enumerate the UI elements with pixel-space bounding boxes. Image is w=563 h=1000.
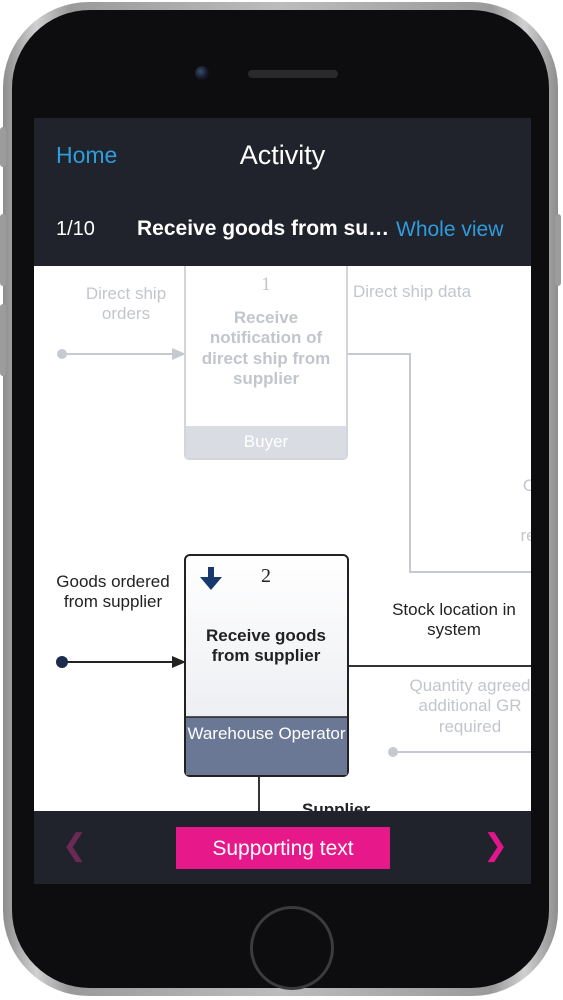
activity-2-title: Receive goods from supplier xyxy=(206,626,326,666)
step-header: 1/10 Receive goods from supplier Whole v… xyxy=(34,192,531,266)
clipped-label-c: C xyxy=(522,476,531,495)
supporting-text-button[interactable]: Supporting text xyxy=(176,827,390,869)
diagram-connectors xyxy=(56,266,531,811)
home-button[interactable] xyxy=(250,906,334,990)
activity-2-role-bar xyxy=(186,717,347,775)
stock-location-label: Stock location in system xyxy=(392,600,516,640)
power-button xyxy=(555,214,561,286)
whole-view-link[interactable]: Whole view xyxy=(396,218,504,241)
direct-ship-data-connector xyxy=(347,353,531,573)
activity-1-number: 1 xyxy=(261,274,271,295)
direct-ship-orders-arrowhead xyxy=(172,348,186,360)
activity-1-role-bar xyxy=(186,426,346,458)
volume-up-button xyxy=(0,214,6,286)
activity-1-role: Buyer xyxy=(243,432,289,451)
home-link[interactable]: Home xyxy=(56,142,118,168)
goods-ordered-dot xyxy=(56,656,68,668)
goods-ordered-label: Goods ordered from supplier xyxy=(56,572,170,612)
supplier-partial-label: Supplier xyxy=(301,800,370,811)
bottom-toolbar: ❮ Supporting text ❯ xyxy=(34,811,531,884)
clipped-label-re: re xyxy=(520,526,531,545)
earpiece-speaker xyxy=(248,70,338,78)
front-camera xyxy=(195,66,209,80)
chevron-right-icon[interactable]: ❯ xyxy=(483,829,509,862)
volume-down-button xyxy=(0,304,6,376)
goods-ordered-arrowhead xyxy=(172,656,186,668)
activity-1-title: Receive notification of direct ship from… xyxy=(201,308,331,389)
step-counter: 1/10 xyxy=(56,218,95,240)
process-diagram[interactable]: Direct ship orders Direct ship data 1 Re… xyxy=(34,266,531,811)
activity-2-number: 2 xyxy=(261,565,271,587)
navigation-bar: Home Activity xyxy=(34,118,531,192)
page-title: Activity xyxy=(239,140,326,170)
app-screen: Home Activity 1/10 Receive goods from su… xyxy=(34,118,531,884)
chevron-left-icon[interactable]: ❮ xyxy=(62,829,88,862)
direct-ship-data-label: Direct ship data xyxy=(352,282,472,301)
activity-1-box xyxy=(184,266,348,460)
activity-2-role: Warehouse Operator xyxy=(187,724,346,743)
down-arrow-icon xyxy=(200,567,222,590)
direct-ship-orders-label: Direct ship orders xyxy=(85,284,167,324)
mute-switch xyxy=(0,127,6,167)
step-title: Receive goods from supplier xyxy=(137,217,393,240)
quantity-agreed-label: Quantity agreed additional GR required xyxy=(409,676,531,736)
quantity-agreed-dot xyxy=(388,747,398,757)
direct-ship-orders-dot xyxy=(57,349,67,359)
